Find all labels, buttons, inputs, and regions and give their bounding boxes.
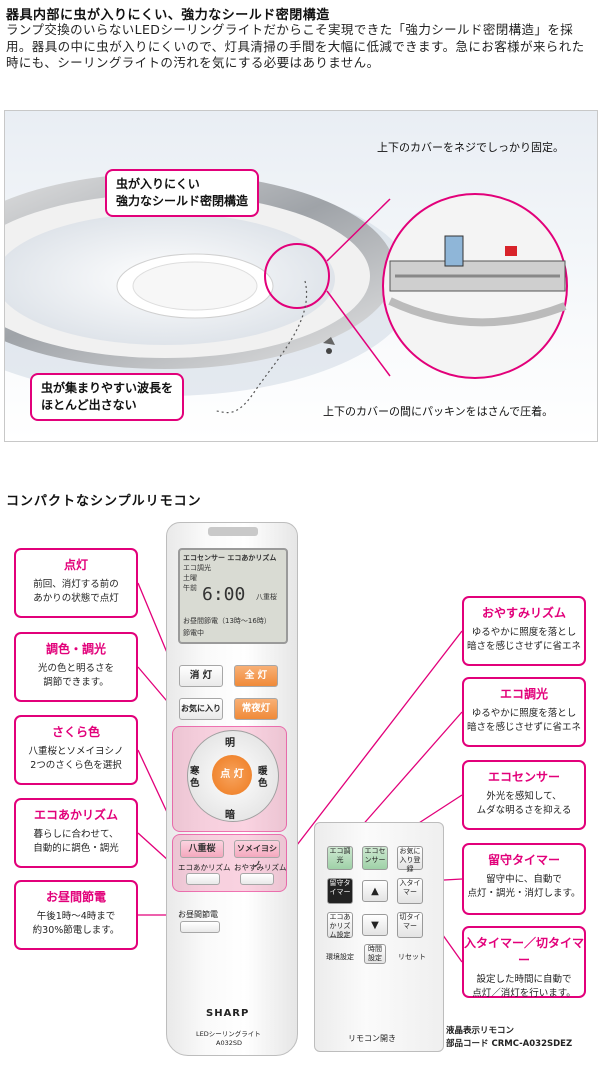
eco-sensor-button[interactable]: エコセンサー bbox=[362, 846, 388, 870]
lcd-line1: エコセンサー エコあかリズム bbox=[183, 554, 277, 562]
feature-text: ゆるやかに照度を落とし bbox=[471, 627, 577, 638]
feature-text: 暗さを感じさせずに省エネ bbox=[466, 641, 581, 652]
favorite-button[interactable]: お気に入り bbox=[179, 698, 223, 720]
feature-box-eco-dim: エコ調光 ゆるやかに照度を落とし暗さを感じさせずに省エネ bbox=[462, 677, 586, 747]
dpad-right-button[interactable]: 暖色 bbox=[258, 766, 268, 789]
night-light-button[interactable]: 常夜灯 bbox=[234, 698, 278, 720]
lcd-line6: 節電中 bbox=[183, 629, 204, 637]
feature-head: エコ調光 bbox=[499, 687, 548, 701]
feature-box-on: 点灯 前回、消灯する前のあかりの状態で点灯 bbox=[14, 548, 138, 618]
feature-head: 点灯 bbox=[63, 558, 88, 572]
feature-text: 外光を感知して、 bbox=[486, 791, 562, 802]
feature-box-eco-sensor: エコセンサー 外光を感知して、ムダな明るさを抑える bbox=[462, 760, 586, 830]
lcd-line4: 午前 bbox=[183, 584, 197, 592]
feature-text: ゆるやかに照度を落とし bbox=[471, 708, 577, 719]
feature-box-on-off-timer: 入タイマー／切タイマー 設定した時間に自動で点灯／消灯を行います。 bbox=[462, 926, 586, 999]
feature-text: 留守中に、自動で bbox=[486, 874, 562, 885]
model-code: A032SD bbox=[216, 1039, 242, 1047]
brand-logo: SHARP bbox=[206, 1008, 250, 1019]
lcd-line2: エコ調光 bbox=[183, 564, 211, 572]
section-title-remote: コンパクトなシンプルリモコン bbox=[6, 494, 202, 509]
feature-text: 自動的に調色・調光 bbox=[33, 843, 119, 854]
off-button[interactable]: 消 灯 bbox=[179, 665, 223, 687]
lcd-line5: お昼間節電（13時〜16時） bbox=[183, 617, 271, 625]
feature-head: 入タイマー／切タイマー bbox=[464, 936, 585, 967]
lcd-mode: 八重桜 bbox=[256, 593, 277, 601]
callout-shield: 虫が入りにくい 強力なシールド密閉構造 bbox=[105, 169, 260, 217]
feature-box-color: 調色・調光 光の色と明るさを調節できます。 bbox=[14, 632, 138, 702]
ceiling-light-image bbox=[5, 173, 568, 414]
clock-setting-button[interactable]: 時間設定 bbox=[364, 944, 386, 964]
dpad-center-on-button[interactable]: 点 灯 bbox=[212, 755, 252, 795]
model-label: LEDシーリングライト bbox=[196, 1030, 261, 1038]
feature-head: 調色・調光 bbox=[45, 642, 106, 656]
callout-shield-line2: 強力なシールド密閉構造 bbox=[116, 194, 249, 208]
feature-box-away-timer: 留守タイマー 留守中に、自動で点灯・調光・消灯します。 bbox=[462, 843, 586, 915]
daytime-save-label: お昼間節電 bbox=[178, 910, 218, 919]
feature-text: 点灯・調光・消灯します。 bbox=[467, 888, 581, 899]
feature-box-eco-rhythm: エコあかリズム 暮らしに合わせて、自動的に調色・調光 bbox=[14, 798, 138, 868]
feature-box-sleep-rhythm: おやすみリズム ゆるやかに照度を落とし暗さを感じさせずに省エネ bbox=[462, 596, 586, 666]
caption-line2: 部品コード CRMC-A032SDEZ bbox=[446, 1039, 573, 1049]
feature-text: 約30%節電します。 bbox=[32, 925, 120, 936]
someiyoshino-button[interactable]: ソメイヨシノ bbox=[234, 840, 280, 869]
daytime-save-button[interactable] bbox=[180, 921, 220, 933]
callout-shield-line1: 虫が入りにくい bbox=[116, 177, 200, 191]
feature-head: エコあかリズム bbox=[33, 808, 118, 822]
eco-rhythm-button[interactable] bbox=[186, 873, 220, 885]
note-screw: 上下のカバーをネジでしっかり固定。 bbox=[377, 141, 564, 154]
shield-illustration: 虫が入りにくい 強力なシールド密閉構造 虫が集まりやすい波長を ほとんど出さない… bbox=[4, 110, 598, 442]
feature-text: ムダな明るさを抑える bbox=[476, 805, 572, 816]
eco-rhythm-setting-button[interactable]: エコあかリズム設定 bbox=[327, 912, 353, 939]
dpad-down-button[interactable]: 暗 bbox=[225, 810, 235, 821]
feature-text: 2つのさくら色を選択 bbox=[30, 760, 122, 771]
eco-dim-button[interactable]: エコ調光 bbox=[327, 846, 353, 870]
feature-text: 暮らしに合わせて、 bbox=[33, 829, 119, 840]
on-timer-button[interactable]: 入タイマー bbox=[397, 878, 423, 904]
feature-head: エコセンサー bbox=[487, 770, 560, 784]
dpad-left-button[interactable]: 寒色 bbox=[190, 766, 200, 789]
lcd-line3: 土曜 bbox=[183, 574, 197, 582]
section-body-shield: ランプ交換のいらないLEDシーリングライトだからこそ実現できた「強力シールド密閉… bbox=[6, 22, 585, 70]
callout-wavelength-line2: ほとんど出さない bbox=[41, 398, 137, 412]
lcd-time: 6:00 bbox=[202, 584, 246, 605]
feature-box-daytime: お昼間節電 午後1時〜4時まで約30%節電します。 bbox=[14, 880, 138, 950]
feature-text: 前回、消灯する前の bbox=[33, 579, 119, 590]
remote-open-label: リモコン開き bbox=[348, 1034, 396, 1043]
feature-text: 光の色と明るさを bbox=[37, 663, 114, 674]
down-arrow-icon[interactable]: ▼ bbox=[362, 914, 388, 936]
feature-text: 調節できます。 bbox=[43, 677, 109, 688]
feature-text: あかりの状態で点灯 bbox=[33, 593, 119, 604]
caption-line1: 液晶表示リモコン bbox=[446, 1026, 515, 1036]
feature-text: 八重桜とソメイヨシノ bbox=[28, 746, 124, 757]
feature-text: 午後1時〜4時まで bbox=[36, 911, 116, 922]
feature-head: おやすみリズム bbox=[481, 606, 566, 620]
full-light-button[interactable]: 全 灯 bbox=[234, 665, 278, 687]
note-gasket: 上下のカバーの間にパッキンをはさんで圧着。 bbox=[323, 405, 554, 418]
feature-text: 点灯／消灯を行います。 bbox=[472, 988, 576, 999]
away-timer-button[interactable]: 留守タイマー bbox=[327, 878, 353, 904]
up-arrow-icon[interactable]: ▲ bbox=[362, 880, 388, 902]
callout-wavelength-line1: 虫が集まりやすい波長を bbox=[41, 381, 174, 395]
feature-text: 設定した時間に自動で bbox=[476, 974, 572, 985]
dpad-up-button[interactable]: 明 bbox=[225, 738, 235, 749]
off-timer-button[interactable]: 切タイマー bbox=[397, 912, 423, 938]
eco-rhythm-label: エコあかリズム bbox=[178, 863, 231, 872]
feature-head: さくら色 bbox=[51, 725, 100, 739]
callout-wavelength: 虫が集まりやすい波長を ほとんど出さない bbox=[30, 373, 185, 421]
ir-window bbox=[208, 527, 258, 536]
feature-text: 暗さを感じさせずに省エネ bbox=[466, 722, 581, 733]
env-setting-label: 環境設定 bbox=[326, 953, 354, 961]
section-title-shield: 器具内部に虫が入りにくい、強力なシールド密閉構造 bbox=[6, 8, 330, 23]
sleep-rhythm-label: おやすみリズム bbox=[234, 863, 287, 872]
feature-head: 留守タイマー bbox=[487, 853, 560, 867]
feature-box-sakura: さくら色 八重桜とソメイヨシノ 2つのさくら色を選択 bbox=[14, 715, 138, 785]
yaezakura-button[interactable]: 八重桜 bbox=[180, 840, 224, 858]
feature-head: お昼間節電 bbox=[45, 890, 106, 904]
lcd-display: エコセンサー エコあかリズム エコ調光 土曜 午前 6:00 八重桜 お昼間節電… bbox=[178, 548, 288, 644]
favorite-register-button[interactable]: お気に入り登録 bbox=[397, 846, 423, 873]
reset-label: リセット bbox=[398, 953, 426, 961]
sleep-rhythm-button[interactable] bbox=[240, 873, 274, 885]
